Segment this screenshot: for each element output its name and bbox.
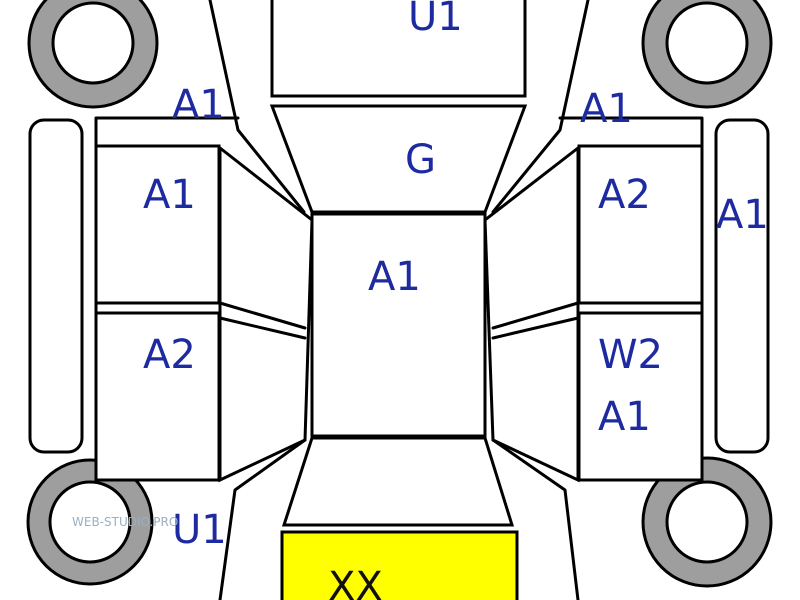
right-side-sill <box>714 118 770 454</box>
label-left-front-door: A1 <box>143 172 196 218</box>
label-rear-left-quarter: U1 <box>172 507 227 553</box>
label-right-rear-door-line2: A1 <box>598 394 651 440</box>
wheel-front-right <box>641 0 773 109</box>
windshield-left-pillar <box>218 144 314 483</box>
watermark: WEB-STUDIO.PRO <box>72 515 178 529</box>
label-front-left-fender: A1 <box>172 82 225 128</box>
right-belt-line <box>491 301 580 340</box>
hood-panel <box>269 104 528 214</box>
right-front-door <box>577 144 704 305</box>
wheel-front-left <box>27 0 159 109</box>
label-front-right-fender: A1 <box>580 86 633 132</box>
label-hood: G <box>405 137 436 183</box>
body-outline-left <box>208 0 307 600</box>
rear-deck <box>281 436 515 527</box>
windshield-right-pillar <box>483 144 580 483</box>
right-rear-door <box>577 311 704 482</box>
wheel-rear-left <box>26 458 154 586</box>
left-front-door <box>94 144 221 305</box>
label-roof: A1 <box>368 254 421 300</box>
front-bumper <box>270 0 527 98</box>
roof-panel <box>310 212 487 438</box>
wheel-rear-right <box>641 456 773 588</box>
label-right-front-door: A2 <box>598 172 651 218</box>
label-front-bumper: U1 <box>408 0 463 40</box>
label-right-rear-door-line1: W2 <box>598 332 663 378</box>
left-side-sill <box>28 118 84 454</box>
label-trunk: XX <box>328 564 383 600</box>
left-rear-door <box>94 311 221 482</box>
label-left-rear-door: A2 <box>143 332 196 378</box>
left-belt-line <box>218 301 307 340</box>
label-right-side-sill: A1 <box>716 192 769 238</box>
body-outline-right <box>491 0 590 600</box>
trunk-panel <box>280 530 519 600</box>
